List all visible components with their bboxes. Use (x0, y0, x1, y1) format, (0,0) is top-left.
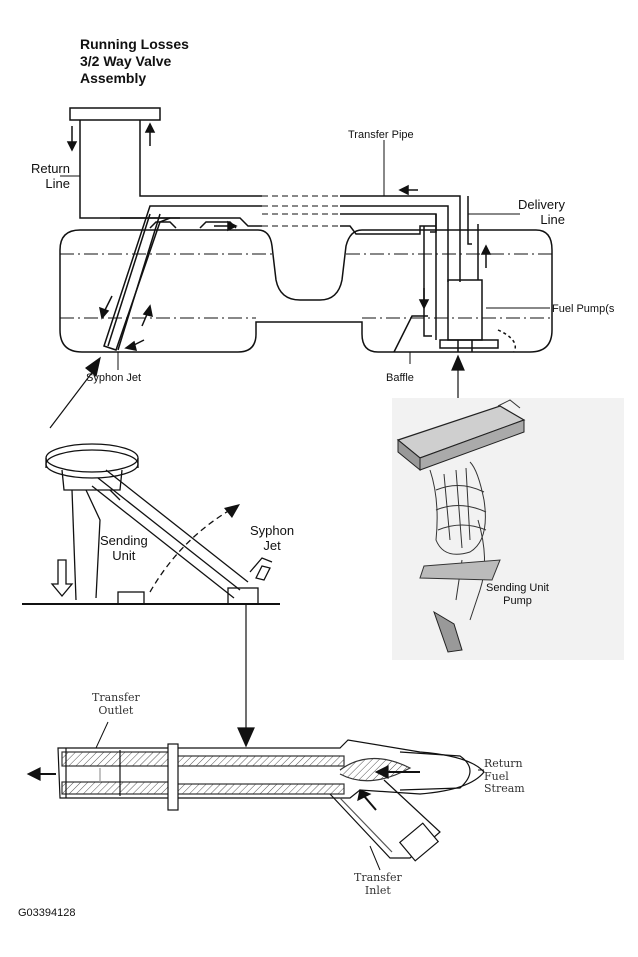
syphon-jet-top-label: Syphon Jet (86, 372, 142, 384)
delivery-line-label: Delivery Line (518, 197, 565, 228)
sending-unit-pump-label-1: Sending Unit (486, 582, 549, 594)
return-line-label-1: Return (30, 161, 70, 176)
transfer-outlet-label-1: Transfer (92, 691, 140, 704)
baffle-label: Baffle (386, 372, 414, 384)
syphon-jet-section (26, 721, 485, 871)
crossover-pipes (262, 195, 340, 227)
fuel-level-lines (60, 253, 552, 319)
sending-unit-pump-label: Sending Unit Pump (486, 582, 549, 607)
title-line-2: 3/2 Way Valve (80, 53, 172, 69)
return-fuel-stream-label: Return Fuel Stream (484, 757, 525, 796)
transfer-inlet-label: Transfer Inlet (354, 871, 402, 897)
delivery-line-label-1: Delivery (518, 197, 565, 212)
return-fuel-label-2: Fuel (484, 769, 509, 783)
title-line-3: Assembly (80, 70, 147, 86)
return-line-label-2: Line (45, 175, 70, 191)
fuel-pump-label: Fuel Pump(s (552, 303, 615, 315)
sending-unit-sketch (22, 443, 280, 605)
diagram-title: Running Losses 3/2 Way Valve Assembly (80, 36, 189, 87)
transfer-pipe-label: Transfer Pipe (348, 129, 414, 141)
pointer-arrows (49, 354, 465, 748)
transfer-outlet-label-2: Outlet (98, 703, 134, 717)
syphon-jet-label-1: Syphon (250, 523, 295, 538)
transfer-inlet-label-2: Inlet (364, 883, 391, 897)
right-pipework (340, 195, 516, 353)
sending-unit-label: Sending Unit (100, 533, 148, 564)
syphon-jet-label-2: Jet (263, 537, 281, 553)
leader-lines-top (60, 140, 550, 370)
return-line-label: Return Line (30, 161, 70, 192)
left-pipework (79, 120, 262, 351)
title-line-1: Running Losses (80, 36, 189, 52)
figure-id: G03394128 (18, 907, 76, 919)
return-fuel-label-3: Stream (484, 782, 525, 796)
saddle-tank (59, 229, 553, 353)
sending-unit-label-1: Sending (100, 533, 148, 548)
transfer-inlet-label-1: Transfer (354, 871, 402, 884)
flow-arrows-top (66, 122, 492, 351)
syphon-jet-label: Syphon Jet (250, 523, 295, 554)
sending-unit-pump-label-2: Pump (503, 594, 532, 607)
sending-unit-label-2: Unit (112, 547, 136, 563)
valve-assembly (69, 107, 161, 121)
delivery-line-label-2: Line (540, 211, 565, 227)
sending-unit-pump-illustration (392, 398, 624, 660)
transfer-outlet-label: Transfer Outlet (92, 691, 140, 717)
return-fuel-label-1: Return (484, 757, 523, 770)
